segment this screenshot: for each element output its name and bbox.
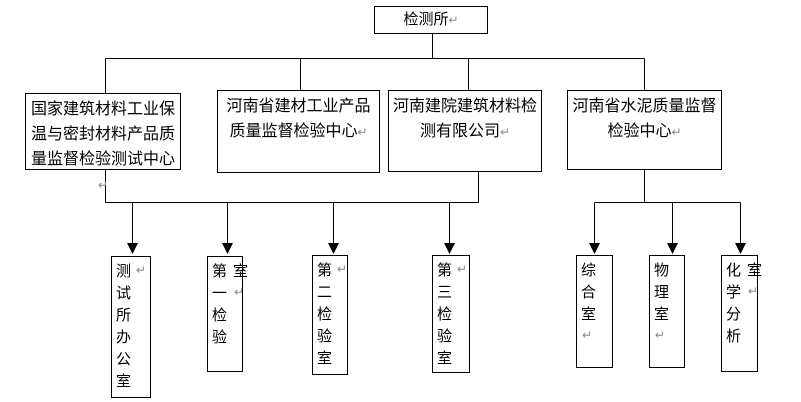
node-label: 测试所办公室 xyxy=(114,263,131,395)
return-mark-icon: ↵ xyxy=(746,284,760,298)
return-mark-icon: ↵ xyxy=(97,178,109,192)
return-mark-icon: ↵ xyxy=(357,125,368,139)
node-label: 河南建院建筑材料检测有限公司 xyxy=(392,98,537,140)
node-physics-room: 物理室↵ xyxy=(649,255,685,368)
return-mark-icon: ↵ xyxy=(653,328,667,342)
node-label: 物理室 xyxy=(652,262,669,328)
return-mark-icon: ↵ xyxy=(335,262,349,276)
right-bus-connector xyxy=(594,170,741,244)
return-mark-icon: ↵ xyxy=(232,285,246,299)
node-henan-building-materials-industry-center: 河南省建材工业产品质量监督检验中心↵ xyxy=(217,90,380,173)
node-testing-institute: 检测所↵ xyxy=(374,6,488,34)
return-mark-icon: ↵ xyxy=(671,125,682,139)
arrowhead xyxy=(444,243,455,254)
node-inspection-room-3: 第三检验室↵ xyxy=(432,255,470,373)
node-henan-cement-quality-center: 河南省水泥质量监督检验中心↵ xyxy=(567,90,722,170)
return-mark-icon: ↵ xyxy=(580,328,594,342)
node-label: 第二检验室 xyxy=(315,262,332,372)
node-general-room: 综合室↵ xyxy=(576,255,613,368)
node-label: 第三检验室 xyxy=(435,262,452,372)
node-label: 第一检验室 xyxy=(210,263,248,351)
node-label: 河南省水泥质量监督检验中心 xyxy=(572,98,717,140)
top-tree-connector xyxy=(105,34,645,93)
return-mark-icon: ↵ xyxy=(134,263,148,277)
node-inspection-room-1: 第一检验室↵ xyxy=(207,256,248,372)
return-mark-icon: ↵ xyxy=(448,13,459,27)
arrowhead xyxy=(127,243,138,254)
node-testing-institute-office: 测试所办公室↵ xyxy=(111,256,151,398)
node-henan-jianyuan-testing-company: 河南建院建筑材料检测有限公司↵ xyxy=(388,90,542,172)
arrowhead xyxy=(735,243,746,254)
node-label: 国家建筑材料工业保温与密封材料产品质量监督检验测试中心 xyxy=(30,101,175,168)
node-label: 综合室 xyxy=(579,262,596,328)
arrowhead xyxy=(222,243,233,254)
return-mark-icon: ↵ xyxy=(499,125,511,139)
node-inspection-room-2: 第二检验室↵ xyxy=(312,255,349,375)
left-bus-connector xyxy=(105,170,479,244)
arrowheads xyxy=(127,243,746,254)
node-label: 河南省建材工业产品质量监督检验中心 xyxy=(226,98,371,140)
arrowhead xyxy=(589,243,600,254)
node-label: 化学分析室 xyxy=(724,262,762,350)
node-label: 检测所 xyxy=(403,11,449,28)
arrowhead xyxy=(667,243,678,254)
node-national-insulation-sealing-materials-center: 国家建筑材料工业保温与密封材料产品质量监督检验测试中心 ↵ xyxy=(25,93,181,192)
arrowhead xyxy=(328,243,339,254)
return-mark-icon: ↵ xyxy=(455,262,469,276)
node-chemical-analysis-room: 化学分析室↵ xyxy=(721,255,762,372)
